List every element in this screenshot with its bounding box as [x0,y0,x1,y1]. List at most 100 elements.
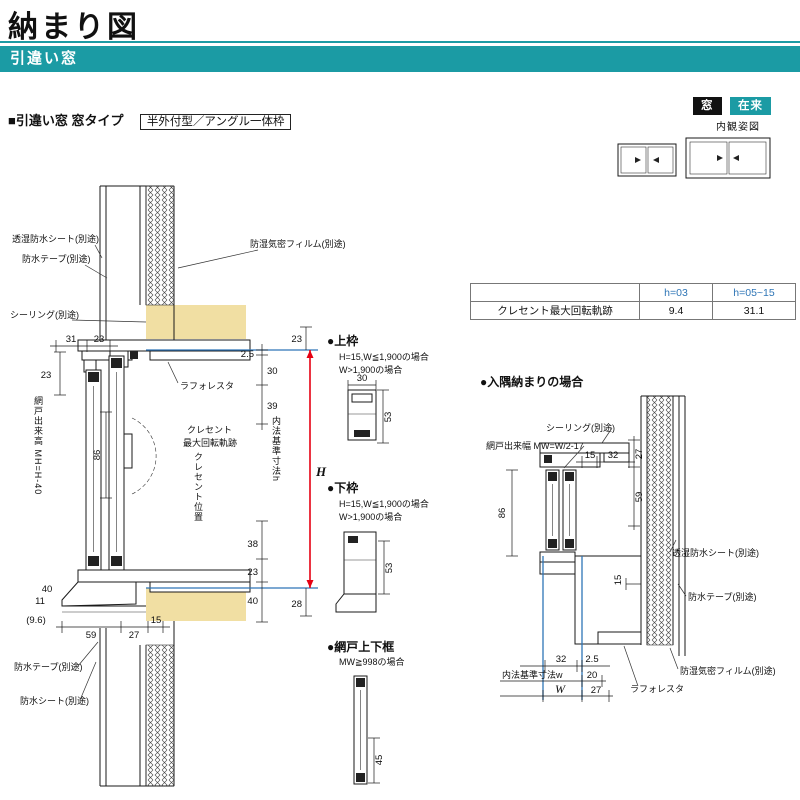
dim-left-23 [54,351,66,396]
corner-film-label: 防湿気密フィルム(別途) [680,665,776,676]
corner-casing [597,631,642,645]
tag-zairai: 在来 [729,97,771,115]
section-title: ■引違い窓 窓タイプ [8,113,124,128]
crescent-lock [123,417,157,495]
crescent-arc-label-2: 最大回転軌跡 [183,437,237,448]
laforesta-label: ラフォレスタ [180,381,234,391]
corner-dim-15-wall [625,578,642,590]
film-label: 防湿気密フィルム(別途) [250,238,346,249]
detail-bottom-frame-case2: W>1,900の場合 [339,511,402,522]
dim-28 [300,588,312,617]
inner-dim-w-label: 内法基準寸法w [502,669,563,680]
view-caption: 内観姿図 [716,122,760,133]
corner-sash-sections [545,469,577,551]
detail-bottom-frame-case1: H=15,W≦1,900の場合 [339,498,429,509]
dim-32-corner-bot: 32 [556,654,567,665]
detail-top-frame-drawing [347,389,377,441]
dim-31: 31 [66,334,77,345]
screen-width-label: 網戸出来幅 MW=W/2-17 [486,440,584,451]
detail-top-frame-case2: W>1,900の場合 [339,364,402,375]
frame-sill-section [61,569,251,613]
section-line: ■引違い窓 窓タイプ 半外付型／アングル一体枠 [8,110,292,130]
inner-sash-section [108,355,125,571]
detail-top-frame-title: ●上枠 [327,333,358,348]
page-title: 納まり図 [8,11,140,44]
sealing-label: シーリング(別途) [10,309,79,320]
wall-section-bottom [99,621,175,787]
dim-right-top-chain [256,344,268,430]
detail-bottom-frame-title: ●下枠 [327,480,358,495]
detail-screen-rail-drawing [353,675,368,785]
dim-23-right-bot: 23 [247,567,258,578]
screen-height-label: 網戸出来高 MH=H-40 [33,395,43,495]
detail-screen-rail-case: MW≧998の場合 [339,656,405,667]
dim-86-corner: 86 [497,508,508,519]
dim-11: 11 [35,596,45,607]
corner-sealing-label: シーリング(別途) [546,422,615,433]
crescent-spec-table: h=03 h=05~15 クレセント最大回転軌跡 9.4 31.1 [470,283,796,320]
detail-screen-rail-title: ●網戸上下框 [327,639,394,654]
crescent-arc-label-1: クレセント [187,425,232,435]
corner-dim-top [576,456,635,468]
dim-2-5: 2.5 [241,349,254,360]
corner-tape-label: 防水テープ(別途) [688,591,756,602]
tape-top-label: 防水テープ(別途) [22,253,90,264]
detail-top-frame-dim30 [347,380,377,390]
dim-59: 59 [86,630,97,641]
dim-2-5-corner: 2.5 [585,654,598,665]
dim-40-right: 40 [247,596,258,607]
corner-view-title: ●入隅納まりの場合 [480,374,584,389]
dim-H: H [306,350,327,588]
dim-39: 39 [267,401,278,412]
dim-40-left: 40 [42,584,53,595]
subtitle-bar: 引違い窓 [0,46,800,72]
dim-53-top: 53 [383,412,394,423]
tag-group: 窓 在来 [693,96,771,115]
dim-27-corner-bot: 27 [591,685,602,696]
table-value-2: 31.1 [712,301,796,320]
corner-wall [640,395,686,656]
crescent-swing-arc [131,417,157,495]
slide-arrow-right-icon [653,157,659,163]
dim-bottom-chain [56,621,170,633]
dim-45: 45 [374,755,385,766]
corner-dim-86 [506,469,518,557]
sealing-highlight-bottom [146,588,246,621]
dim-38: 38 [247,539,258,550]
dim-23-top: 23 [94,334,105,345]
window-icon-small [617,143,677,177]
dim-23-right-top [300,326,312,350]
outer-sash-section [85,369,102,571]
table-row-label: クレセント最大回転軌跡 [470,301,640,320]
dim-30-detail: 30 [357,373,368,384]
dim-32-corner-top: 32 [608,450,619,461]
dim-59-corner: 59 [634,492,645,503]
dim-28: 28 [291,599,302,610]
detail-top-frame-dim53 [377,389,389,444]
dim-15-corner-top: 15 [585,450,596,461]
tag-window: 窓 [693,97,722,115]
corner-dim-right-chain [628,436,640,530]
tape-bottom-label: 防水テープ(別途) [14,661,82,672]
table-header-h03: h=03 [639,283,713,302]
dim-15-wall: 15 [613,575,624,586]
dim-right-bottom-chain [256,520,268,623]
dim-23-left: 23 [41,370,52,381]
slide-arrow-right-icon [733,155,739,161]
detail-bottom-frame-dim53 [378,540,390,595]
inner-dim-h-label: 内法基準寸法h [271,415,281,482]
dim-W-label: W [555,682,566,696]
sheet-top-label: 透湿防水シート(別途) [12,233,99,244]
dim-86: 86 [92,450,103,461]
title-underline [0,41,800,43]
window-type-box: 半外付型／アングル一体枠 [139,114,292,130]
subtitle: 引違い窓 [10,50,79,67]
crescent-position-label: クレセント位置 [193,452,203,522]
dim-27-corner: 27 [634,449,645,460]
detail-top-frame-case1: H=15,W≦1,900の場合 [339,351,429,362]
corner-frame-jamb [539,442,630,468]
dim-H-label: H [315,464,327,479]
dim-15: 15 [151,615,162,626]
dim-23-right-top: 23 [291,334,302,345]
